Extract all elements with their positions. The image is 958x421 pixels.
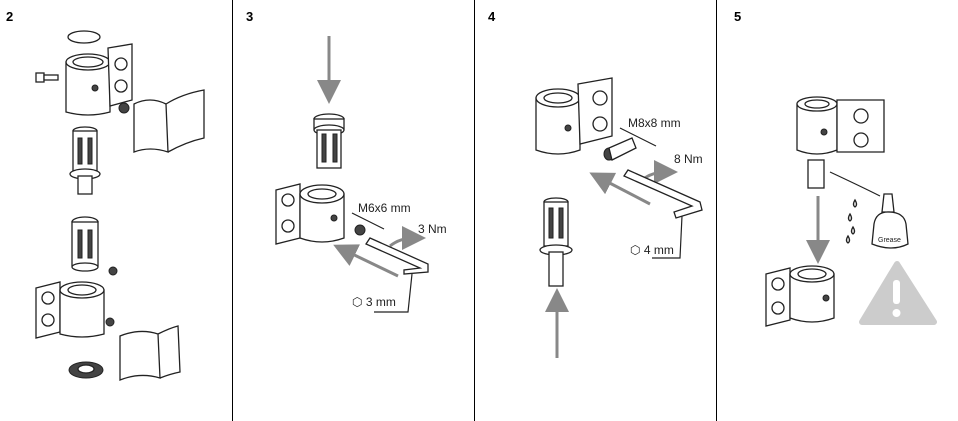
callout-line xyxy=(374,273,413,313)
step-number: 4 xyxy=(488,9,496,24)
lower-hinge-body xyxy=(35,281,105,339)
step-4-panel: 4 M8x8 mm 8 Nm ⬡ 4 mm xyxy=(488,9,703,358)
lower-hinge-body xyxy=(765,265,835,327)
step-number: 2 xyxy=(6,9,13,24)
screw-size-label: M8x8 mm xyxy=(628,116,681,130)
hinge-body xyxy=(275,183,345,245)
upper-hinge-body xyxy=(796,96,885,189)
cover-part xyxy=(133,89,205,153)
dimension-line xyxy=(619,127,657,147)
grease-drops xyxy=(845,198,858,244)
grease-tube-icon: Grease xyxy=(829,171,909,249)
dimension-line xyxy=(351,212,385,230)
washer-part xyxy=(68,361,104,379)
cover-part xyxy=(119,325,181,381)
screw-part xyxy=(603,137,637,161)
hex-key-icon xyxy=(623,169,703,219)
warning-triangle-icon xyxy=(859,261,937,325)
arrow-icon xyxy=(589,172,651,206)
step-number: 5 xyxy=(734,9,741,24)
grease-label: Grease xyxy=(878,237,901,244)
torque-label: 8 Nm xyxy=(674,152,703,166)
nut-part xyxy=(118,102,130,114)
pin-cartridge xyxy=(71,216,99,272)
nut-part xyxy=(105,317,115,327)
torque-label: 3 Nm xyxy=(418,222,447,236)
step-5-panel: 5 Grease xyxy=(734,9,937,327)
pin-cartridge xyxy=(313,113,345,169)
step-number: 3 xyxy=(246,9,253,24)
hex-key-size-label: ⬡ 3 mm xyxy=(352,295,396,309)
upper-hinge-body xyxy=(65,43,133,116)
hinge-body xyxy=(535,77,613,155)
callout-line xyxy=(652,215,683,259)
step-2-panel: 2 xyxy=(6,9,205,381)
arrow-icon xyxy=(333,244,399,278)
hex-key-size-label: ⬡ 4 mm xyxy=(630,243,674,257)
screw-part xyxy=(354,224,366,236)
pin-cartridge xyxy=(69,126,101,195)
cap-part xyxy=(67,30,101,44)
hex-key-icon xyxy=(365,237,429,275)
nut-part xyxy=(108,266,118,276)
screw-size-label: M6x6 mm xyxy=(358,201,411,215)
pin-cartridge xyxy=(539,197,573,287)
arrow-icon xyxy=(389,226,426,251)
step-3-panel: 3 M6x6 mm 3 Nm xyxy=(246,9,447,313)
screw-part xyxy=(35,72,59,83)
